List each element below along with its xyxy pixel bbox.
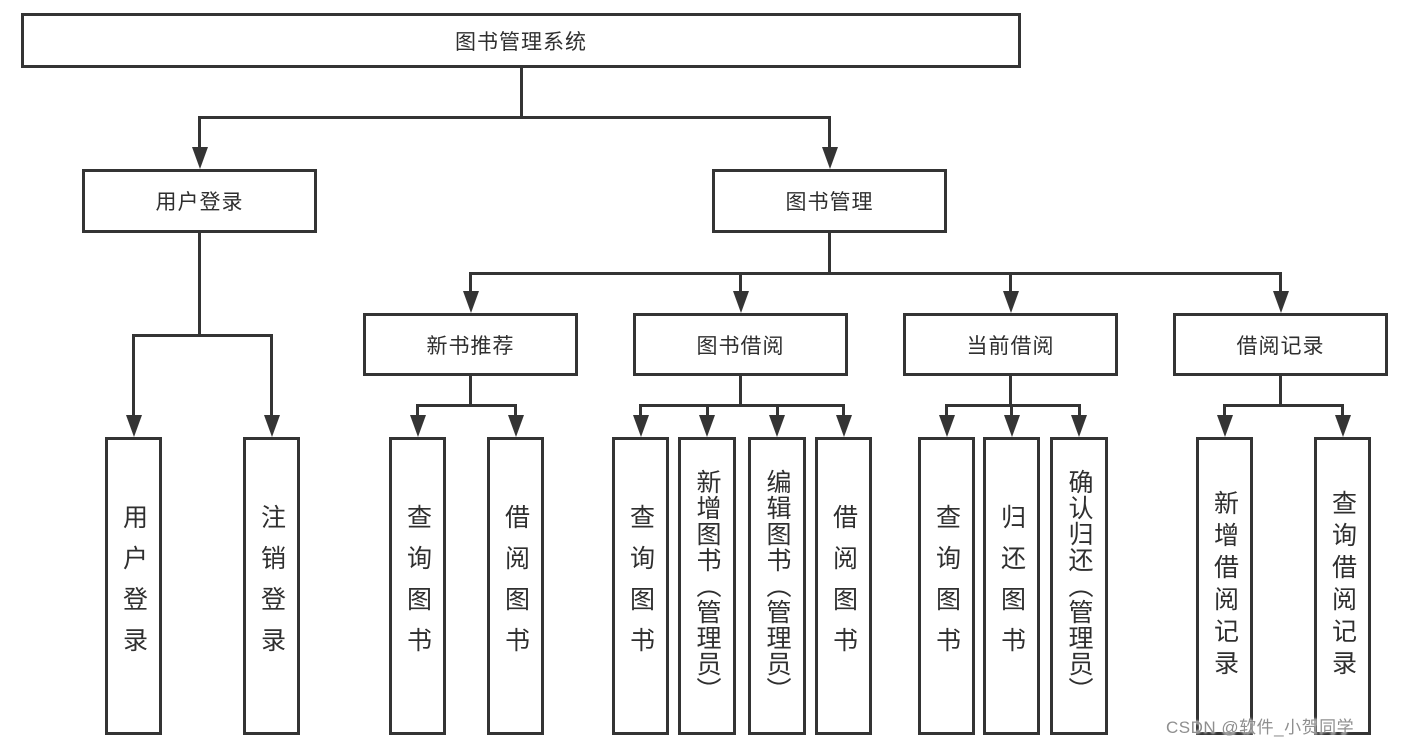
diagram-node-user-login: 用户登录 <box>82 169 317 233</box>
node-label: 新书推荐 <box>426 334 515 358</box>
diagram-node-cb-query: 查询图书 <box>918 437 975 735</box>
connector-vertical-line <box>739 273 742 293</box>
connector-horizontal-line <box>132 334 273 337</box>
diagram-node-cb-return: 归还图书 <box>983 437 1040 735</box>
arrowhead-down-icon <box>1071 415 1087 437</box>
node-label: 归还图书 <box>997 504 1026 668</box>
connector-vertical-line <box>828 232 831 275</box>
arrowhead-down-icon <box>1272 291 1289 313</box>
node-label: 查询图书 <box>403 504 432 668</box>
arrowhead-down-icon <box>821 147 838 169</box>
connector-horizontal-line <box>639 404 845 407</box>
connector-vertical-line <box>1009 273 1012 293</box>
connector-horizontal-line <box>469 272 1282 275</box>
diagram-node-book-borrow: 图书借阅 <box>633 313 848 376</box>
node-label: 查询图书 <box>932 504 961 668</box>
node-label: 图书管理 <box>785 191 874 214</box>
connector-vertical-line <box>705 405 709 417</box>
connector-vertical-line <box>1279 375 1282 407</box>
connector-vertical-line <box>416 405 419 417</box>
arrowhead-down-icon <box>1003 415 1020 437</box>
arrowhead-down-icon <box>938 415 955 437</box>
connector-vertical-line <box>775 405 779 417</box>
connector-vertical-line <box>1010 405 1013 417</box>
arrowhead-down-icon <box>1334 415 1351 437</box>
node-label: 借阅图书 <box>501 504 530 668</box>
arrowhead-down-icon <box>732 291 749 313</box>
arrowhead-down-icon <box>699 415 715 437</box>
connector-horizontal-line <box>198 116 831 119</box>
node-label: 用户登录 <box>119 504 148 668</box>
connector-vertical-line <box>739 375 742 407</box>
arrowhead-down-icon <box>1002 291 1019 313</box>
node-label: 编辑图书（管理员） <box>763 469 791 703</box>
arrowhead-down-icon <box>1216 415 1233 437</box>
diagram-node-new-book-rec: 新书推荐 <box>363 313 578 376</box>
connector-vertical-line <box>198 117 201 149</box>
node-label: 注销登录 <box>257 504 286 668</box>
diagram-node-br-query: 查询借阅记录 <box>1314 437 1371 735</box>
node-label: 借阅记录 <box>1236 334 1325 358</box>
diagram-node-borrow-record: 借阅记录 <box>1173 313 1388 376</box>
diagram-node-rec-borrow: 借阅图书 <box>487 437 544 735</box>
arrowhead-down-icon <box>507 415 524 437</box>
node-label: 查询借阅记录 <box>1328 490 1357 682</box>
node-label: 用户登录 <box>155 191 244 214</box>
arrowhead-down-icon <box>769 415 785 437</box>
node-label: 图书借阅 <box>696 334 785 358</box>
arrowhead-down-icon <box>263 415 280 437</box>
diagram-node-login: 用户登录 <box>105 437 162 735</box>
connector-vertical-line <box>828 117 831 149</box>
connector-vertical-line <box>1223 405 1226 417</box>
connector-vertical-line <box>198 232 201 337</box>
diagram-node-system: 图书管理系统 <box>21 13 1021 68</box>
diagram-node-br-add: 新增借阅记录 <box>1196 437 1253 735</box>
node-label: 图书管理系统 <box>455 30 587 54</box>
diagram-node-bb-borrow: 借阅图书 <box>815 437 872 735</box>
watermark: CSDN @软件_小贺同学 <box>1166 718 1355 737</box>
connector-vertical-line <box>270 335 273 417</box>
diagram-node-bb-query: 查询图书 <box>612 437 669 735</box>
arrowhead-down-icon <box>191 147 208 169</box>
arrowhead-down-icon <box>835 415 852 437</box>
node-label: 查询图书 <box>626 504 655 668</box>
diagram-node-logout: 注销登录 <box>243 437 300 735</box>
arrowhead-down-icon <box>125 415 142 437</box>
arrowhead-down-icon <box>462 291 479 313</box>
connector-vertical-line <box>1009 375 1012 407</box>
diagram-node-cb-confirm: 确认归还（管理员） <box>1050 437 1108 735</box>
diagram-node-current-borrow: 当前借阅 <box>903 313 1118 376</box>
connector-vertical-line <box>639 405 642 417</box>
connector-vertical-line <box>1341 405 1344 417</box>
diagram-node-bb-edit: 编辑图书（管理员） <box>748 437 806 735</box>
connector-horizontal-line <box>416 404 517 407</box>
diagram-node-bb-add: 新增图书（管理员） <box>678 437 736 735</box>
arrowhead-down-icon <box>632 415 649 437</box>
connector-vertical-line <box>1279 273 1282 293</box>
connector-vertical-line <box>1077 405 1081 417</box>
node-label: 当前借阅 <box>966 334 1055 358</box>
diagram-node-rec-query: 查询图书 <box>389 437 446 735</box>
node-label: 借阅图书 <box>829 504 858 668</box>
diagram-node-book-mgmt: 图书管理 <box>712 169 947 233</box>
connector-vertical-line <box>469 375 472 407</box>
node-label: 新增图书（管理员） <box>693 469 721 703</box>
connector-vertical-line <box>842 405 845 417</box>
connector-vertical-line <box>469 273 472 293</box>
connector-vertical-line <box>132 335 135 417</box>
arrowhead-down-icon <box>409 415 426 437</box>
connector-vertical-line <box>945 405 948 417</box>
connector-horizontal-line <box>1223 404 1344 407</box>
connector-vertical-line <box>514 405 517 417</box>
node-label: 新增借阅记录 <box>1210 490 1239 682</box>
node-label: 确认归还（管理员） <box>1065 469 1093 703</box>
connector-vertical-line <box>519 67 523 119</box>
